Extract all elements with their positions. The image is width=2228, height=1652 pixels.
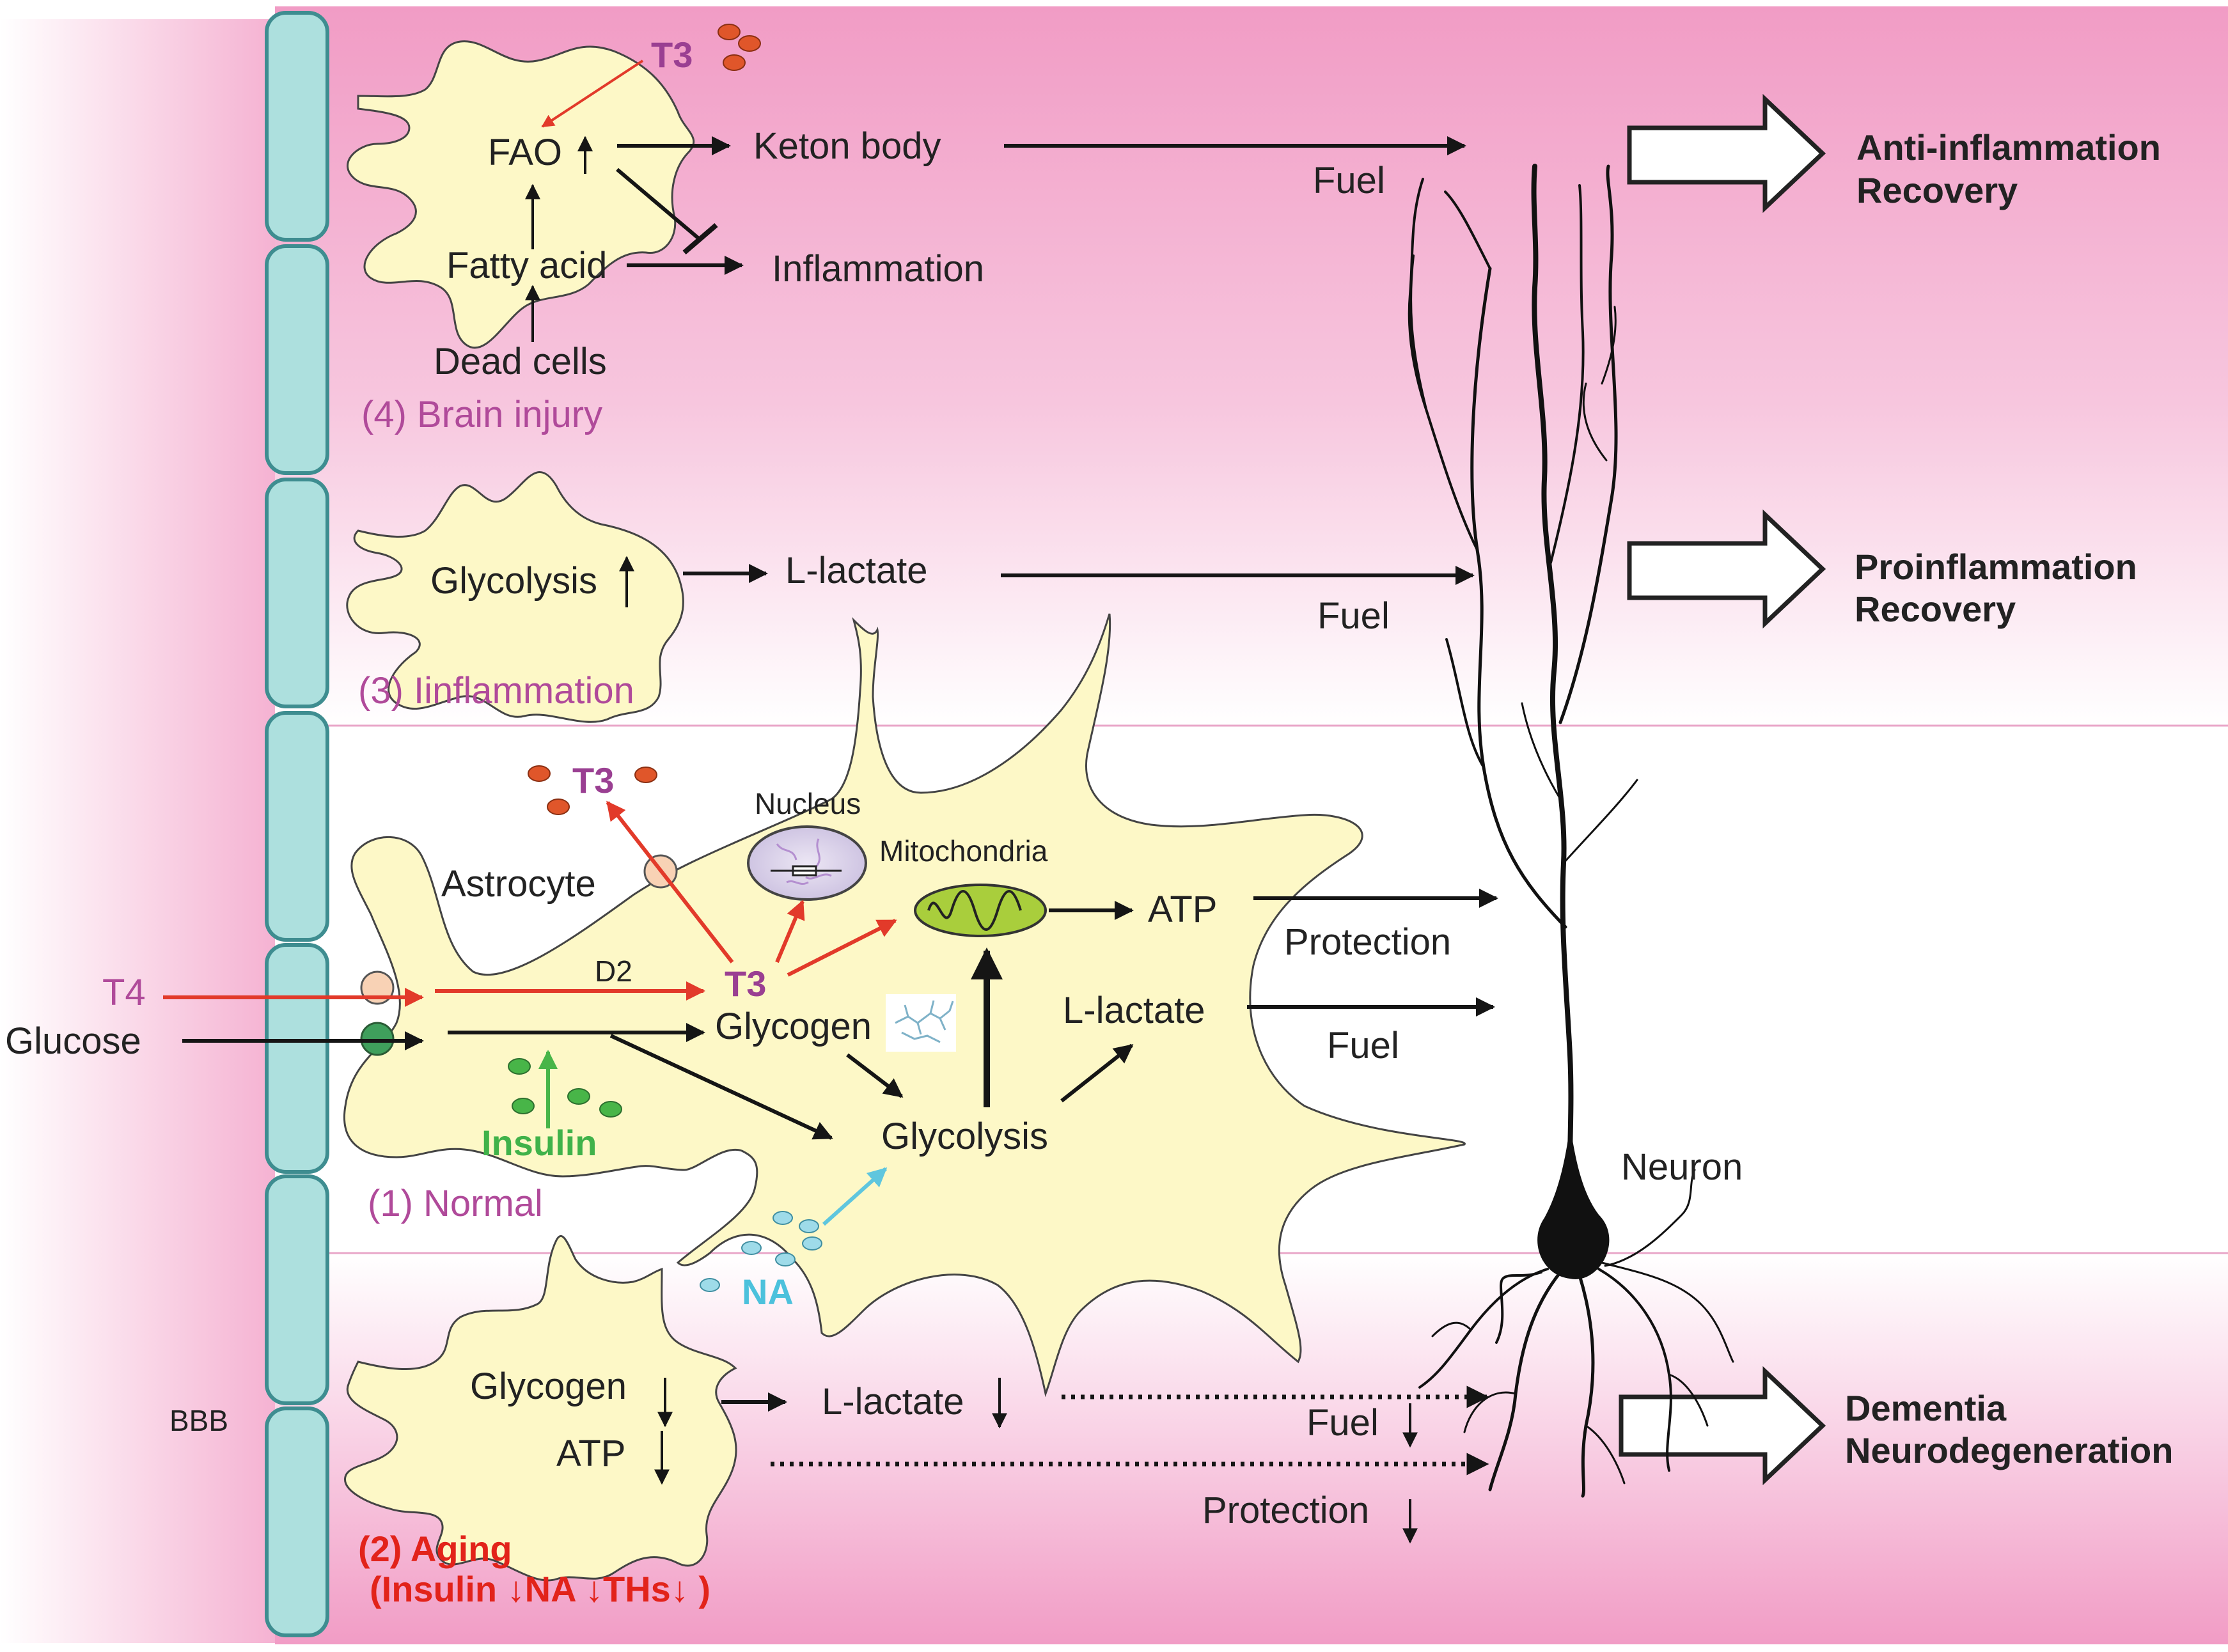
t3-in-label: T3	[725, 963, 766, 1004]
panel-1-title: (1) Normal	[368, 1183, 543, 1224]
inflammation-glycolysis-label: Glycolysis	[430, 560, 597, 602]
d2-label: D2	[595, 955, 632, 988]
inflammation-fuel-label: Fuel	[1317, 595, 1390, 637]
t3-dots-injury	[718, 24, 761, 71]
outcome-arrow-inflammation	[1627, 509, 1826, 629]
inflammation-astrocyte	[346, 471, 684, 723]
normal-glycolysis-label: Glycolysis	[881, 1116, 1048, 1157]
outcome-arrow-injury	[1627, 93, 1826, 214]
left-gradient	[0, 19, 275, 1643]
keton-body-label: Keton body	[753, 125, 941, 167]
outcome-injury-line2: Recovery	[1856, 170, 2018, 210]
aging-fuel-label: Fuel	[1306, 1402, 1379, 1444]
bbb-barrier	[265, 11, 329, 1637]
insulin-dots	[508, 1058, 622, 1118]
na-dots	[700, 1211, 822, 1292]
injury-fuel-label: Fuel	[1313, 160, 1385, 201]
t3-out-label: T3	[572, 760, 614, 800]
panel-2-subtitle: (Insulin ↓NA ↓THs↓ )	[370, 1569, 710, 1609]
outcome-inflammation-line1: Proinflammation	[1855, 547, 2137, 587]
injury-astrocyte	[347, 40, 695, 349]
inflammation-lactate-label: L-lactate	[785, 550, 927, 591]
dead-cells-label: Dead cells	[434, 341, 607, 382]
neuron-soma	[1537, 1125, 1610, 1279]
glycogen-label: Glycogen	[715, 1006, 872, 1047]
injury-hormone: T3	[651, 35, 693, 75]
outcome-aging-line2: Neurodegeneration	[1845, 1430, 2173, 1470]
panel-2-title: (2) Aging	[358, 1529, 512, 1569]
nucleus-label: Nucleus	[755, 787, 861, 820]
glycogen-granule-icon	[886, 994, 956, 1052]
aging-astrocyte	[344, 1235, 737, 1582]
bbb-label: BBB	[169, 1404, 228, 1437]
t3-dots-normal	[528, 765, 657, 815]
normal-lactate-label: L-lactate	[1063, 990, 1205, 1031]
insulin-label: Insulin	[482, 1123, 597, 1163]
fao-label: FAO	[488, 132, 562, 173]
aging-atp-label: ATP	[556, 1433, 626, 1474]
mitochondria-label: Mitochondria	[879, 834, 1048, 868]
outcome-inflammation-line2: Recovery	[1855, 589, 2016, 629]
panel-3-title: (3) Iinflammation	[358, 670, 634, 712]
outcome-aging-line1: Dementia	[1845, 1388, 2007, 1428]
aging-protection-label: Protection	[1202, 1490, 1369, 1531]
glucose-label: Glucose	[5, 1020, 141, 1062]
aging-lactate-label: L-lactate	[822, 1381, 964, 1422]
astrocyte-label: Astrocyte	[441, 863, 596, 905]
inflammation-label: Inflammation	[772, 248, 984, 290]
neuron	[1408, 164, 1734, 1498]
fatty-acid-label: Fatty acid	[446, 245, 607, 286]
outcome-injury-line1: Anti-inflammation	[1856, 127, 2161, 168]
atp-label: ATP	[1148, 889, 1218, 930]
t4-label: T4	[102, 972, 146, 1013]
neuron-label: Neuron	[1621, 1146, 1743, 1188]
aging-glycogen-label: Glycogen	[470, 1366, 627, 1407]
protection-label: Protection	[1284, 921, 1451, 963]
mitochondria	[914, 884, 1047, 937]
normal-fuel-label: Fuel	[1327, 1025, 1399, 1066]
na-label: NA	[742, 1272, 794, 1312]
panel-4-title: (4) Brain injury	[361, 394, 602, 435]
nucleus	[747, 825, 867, 901]
